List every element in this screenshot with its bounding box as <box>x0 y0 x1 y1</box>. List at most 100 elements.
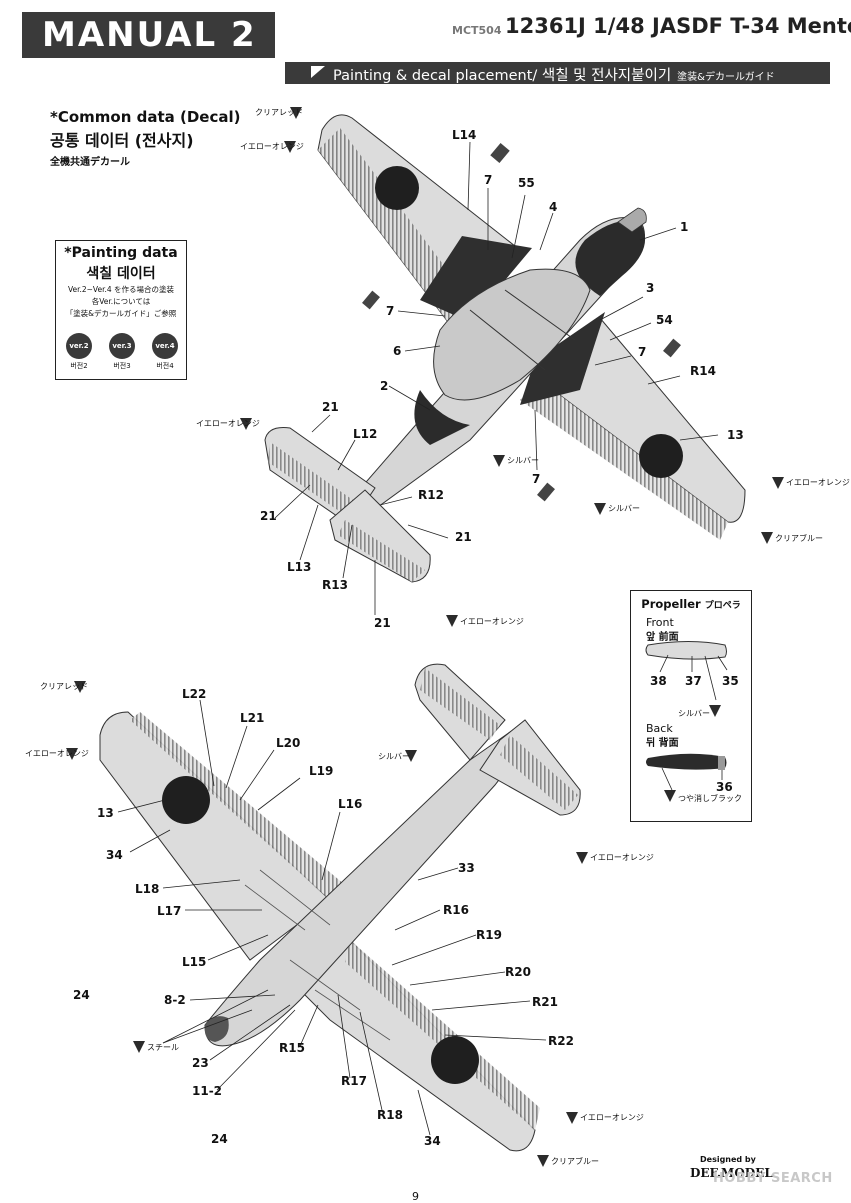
decal-block <box>362 290 380 310</box>
part-label: 55 <box>518 176 535 190</box>
bottom-left-stabilizer-ribs <box>420 668 500 740</box>
bottom-nose <box>204 1016 229 1042</box>
part-label: 54 <box>656 313 673 327</box>
part-label: 34 <box>106 848 123 862</box>
top-left-stabilizer-ribs <box>268 442 360 520</box>
bottom-fuselage <box>204 724 529 1047</box>
part-label: 24 <box>211 1132 228 1146</box>
propeller-back <box>646 753 727 770</box>
color-callout: イエローオレンジ <box>786 478 850 487</box>
part-label: 36 <box>716 780 733 794</box>
top-view-aircraft <box>264 114 746 583</box>
part-label: L17 <box>157 904 182 918</box>
part-label: 13 <box>727 428 744 442</box>
part-label: R21 <box>532 995 558 1009</box>
part-label: 11-2 <box>192 1084 223 1098</box>
color-callout: シルバー <box>507 456 539 465</box>
header-bar: MANUAL 2 MCT504 12361J 1/48 JASDF T-34 M… <box>22 12 851 60</box>
part-label: 23 <box>192 1056 209 1070</box>
part-label: L21 <box>240 711 265 725</box>
part-label: L18 <box>135 882 160 896</box>
propeller-front-kr: 앞 前面 <box>646 632 679 643</box>
section-title-text: Painting & decal placement/ 색칠 및 전사지붙이기 <box>333 68 672 84</box>
propeller-title-en: Propeller <box>641 597 701 611</box>
painting-note-1: Ver.2~Ver.4 を作る場合の塗装 <box>67 285 175 294</box>
propeller-front-en: Front <box>646 616 674 629</box>
propeller-back-kr: 뒤 背面 <box>646 738 679 749</box>
color-callout-triangles <box>66 107 784 1167</box>
part-label: L13 <box>287 560 312 574</box>
version-badge: ver.2 <box>66 333 92 359</box>
part-label: 8-2 <box>164 993 186 1007</box>
top-right-wing-flap <box>520 380 728 540</box>
top-antiglare <box>414 390 470 445</box>
top-right-walkway <box>520 312 605 405</box>
propeller-title-jp: プロペラ <box>704 601 741 611</box>
propeller-back-en: Back <box>646 722 673 735</box>
part-label: 13 <box>97 806 114 820</box>
part-label: 7 <box>532 472 541 486</box>
part-label: 34 <box>424 1134 441 1148</box>
painting-data-title-en: *Painting data <box>64 245 178 261</box>
bottom-leader-lines <box>117 699 547 1136</box>
part-label: 21 <box>455 530 472 544</box>
part-label: R18 <box>377 1108 403 1122</box>
painting-data-box: *Painting data 색칠 데이터 Ver.2~Ver.4 を作る場合の… <box>55 240 187 380</box>
part-label: 7 <box>484 173 493 187</box>
version-badge: ver.3 <box>109 333 135 359</box>
color-callout: スチール <box>147 1043 179 1052</box>
part-label: L14 <box>452 128 477 142</box>
part-label: L12 <box>353 427 378 441</box>
bottom-roundel-left <box>162 776 210 824</box>
part-label: R19 <box>476 928 502 942</box>
part-label: L16 <box>338 797 363 811</box>
part-label: L19 <box>309 764 334 778</box>
top-canopy <box>433 268 591 401</box>
part-label: L15 <box>182 955 207 969</box>
part-label: 37 <box>685 674 702 688</box>
top-left-wing-flap <box>318 128 470 322</box>
bottom-right-wing-ribs <box>345 940 540 1130</box>
bottom-left-wing-ribs <box>130 712 345 900</box>
color-callout: イエローオレンジ <box>25 749 89 758</box>
propeller-drawings <box>645 641 728 791</box>
designed-by: Designed by <box>700 1155 756 1164</box>
part-label: R16 <box>443 903 469 917</box>
bottom-view-aircraft <box>99 663 581 1152</box>
color-callout: つや消しブラック <box>678 794 742 803</box>
part-label: R20 <box>505 965 531 979</box>
decal-block <box>537 482 555 502</box>
page-number: 9 <box>412 1190 419 1203</box>
part-label: 21 <box>374 616 391 630</box>
part-label: 21 <box>260 509 277 523</box>
color-callout: シルバー <box>378 752 410 761</box>
brand-logo: DEF.MODEL <box>690 1166 773 1180</box>
part-label: R12 <box>418 488 444 502</box>
part-label: 33 <box>458 861 475 875</box>
manual-title: MANUAL 2 <box>22 12 275 58</box>
top-right-stabilizer-ribs <box>338 520 425 582</box>
bottom-left-wing <box>99 711 331 961</box>
part-label: L20 <box>276 736 301 750</box>
top-roundel-right <box>639 434 683 478</box>
kit-name: 12361J 1/48 JASDF T-34 Mentor <box>505 14 851 38</box>
common-data-en: *Common data (Decal) <box>50 108 241 126</box>
part-label: 38 <box>650 674 667 688</box>
propeller-title: Propeller プロペラ <box>631 597 751 611</box>
color-callout: イエローオレンジ <box>590 853 654 862</box>
color-callout: シルバー <box>608 504 640 513</box>
bottom-right-wing <box>299 939 536 1152</box>
watermark: HOBBY SEARCH <box>713 1171 833 1186</box>
color-callout: クリアレッド <box>40 682 88 691</box>
product-code: MCT504 <box>452 24 502 37</box>
color-callout: イエローオレンジ <box>196 419 260 428</box>
painting-note-3: 「塗装&デカールガイド」ご参照 <box>65 309 177 318</box>
part-label: 1 <box>680 220 689 234</box>
propeller-box: Propeller プロペラ <box>630 590 752 822</box>
